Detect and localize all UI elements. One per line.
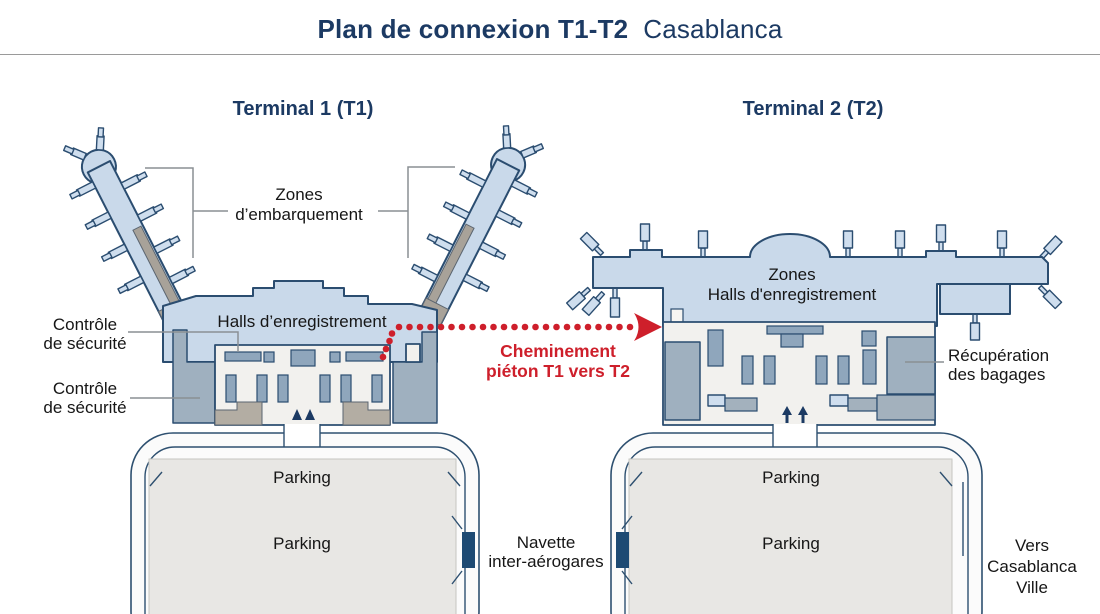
baggage-claim-label-line1: Récupération <box>948 346 1049 365</box>
to-city-label-line2: Casablanca <box>987 557 1077 576</box>
terminal1-right-security-block <box>392 331 438 424</box>
terminal1-building <box>62 125 545 426</box>
terminal1-left-pier <box>62 127 196 331</box>
boarding-zones-label-line2: d’embarquement <box>235 205 363 224</box>
terminal1-parking-loop <box>130 424 480 614</box>
security-upper-label-line2: de sécurité <box>43 334 126 353</box>
boarding-zones-label-line1: Zones <box>275 185 322 204</box>
terminal2-gates <box>565 223 1063 341</box>
title-divider <box>0 54 1100 55</box>
terminal2-building <box>565 223 1063 426</box>
terminal2-parking-label-top: Parking <box>762 468 820 487</box>
security-upper-label-line1: Contrôle <box>53 315 117 334</box>
shuttle-label-line2: inter-aérogares <box>488 552 603 571</box>
terminal2-parking <box>628 458 953 614</box>
terminal2-right-wing <box>939 283 1011 315</box>
terminal2-zones-label-line1: Zones <box>768 265 815 284</box>
terminal1-heading: Terminal 1 (T1) <box>233 98 374 120</box>
terminal2-parking-loop <box>610 424 983 614</box>
terminal1-hall <box>162 280 438 363</box>
pedestrian-path-dots <box>379 323 634 361</box>
terminal2-zones-label-line2: Halls d'enregistrement <box>708 285 877 304</box>
to-city-label-line1: Vers <box>1015 536 1049 555</box>
security-lower-label-line2: de sécurité <box>43 398 126 417</box>
pedestrian-path-arrow-icon <box>634 313 662 341</box>
terminal1-counters <box>214 349 391 426</box>
page-title-city: Casablanca <box>643 14 783 44</box>
entrance-arrows-icon <box>292 409 315 420</box>
terminal1-passage <box>405 343 421 363</box>
entrance-arrows-icon <box>782 406 808 423</box>
pedestrian-path-label-line1: Cheminement <box>500 341 616 361</box>
leader-lines <box>128 166 944 399</box>
terminal2-baggage-block <box>886 336 936 395</box>
page-title-main: Plan de connexion T1-T2 <box>317 14 629 44</box>
terminal2-interior-blocks <box>664 325 936 421</box>
baggage-claim-label-line2: des bagages <box>948 365 1045 384</box>
security-lower-label-line1: Contrôle <box>53 379 117 398</box>
pedestrian-path <box>379 313 662 361</box>
pedestrian-path-label-line2: piéton T1 vers T2 <box>486 361 630 381</box>
terminal1-parking <box>148 458 457 614</box>
terminal1-checkin-hall-label: Halls d’enregistrement <box>217 312 386 331</box>
terminal1-right-pier <box>411 125 545 329</box>
terminal1-parking-label-bottom: Parking <box>273 534 331 553</box>
to-city-label-line3: Ville <box>1016 578 1048 597</box>
shuttle-label-line1: Navette <box>517 533 576 552</box>
terminal2-heading: Terminal 2 (T2) <box>743 98 884 120</box>
terminal1-shuttle-stop <box>462 532 475 568</box>
terminal1-parking-label-top: Parking <box>273 468 331 487</box>
terminal2-concourse <box>592 233 1049 327</box>
page-title: Plan de connexion T1-T2 Casablanca <box>0 14 1100 45</box>
terminal2-parking-label-bottom: Parking <box>762 534 820 553</box>
terminal2-shuttle-stop <box>616 532 629 568</box>
